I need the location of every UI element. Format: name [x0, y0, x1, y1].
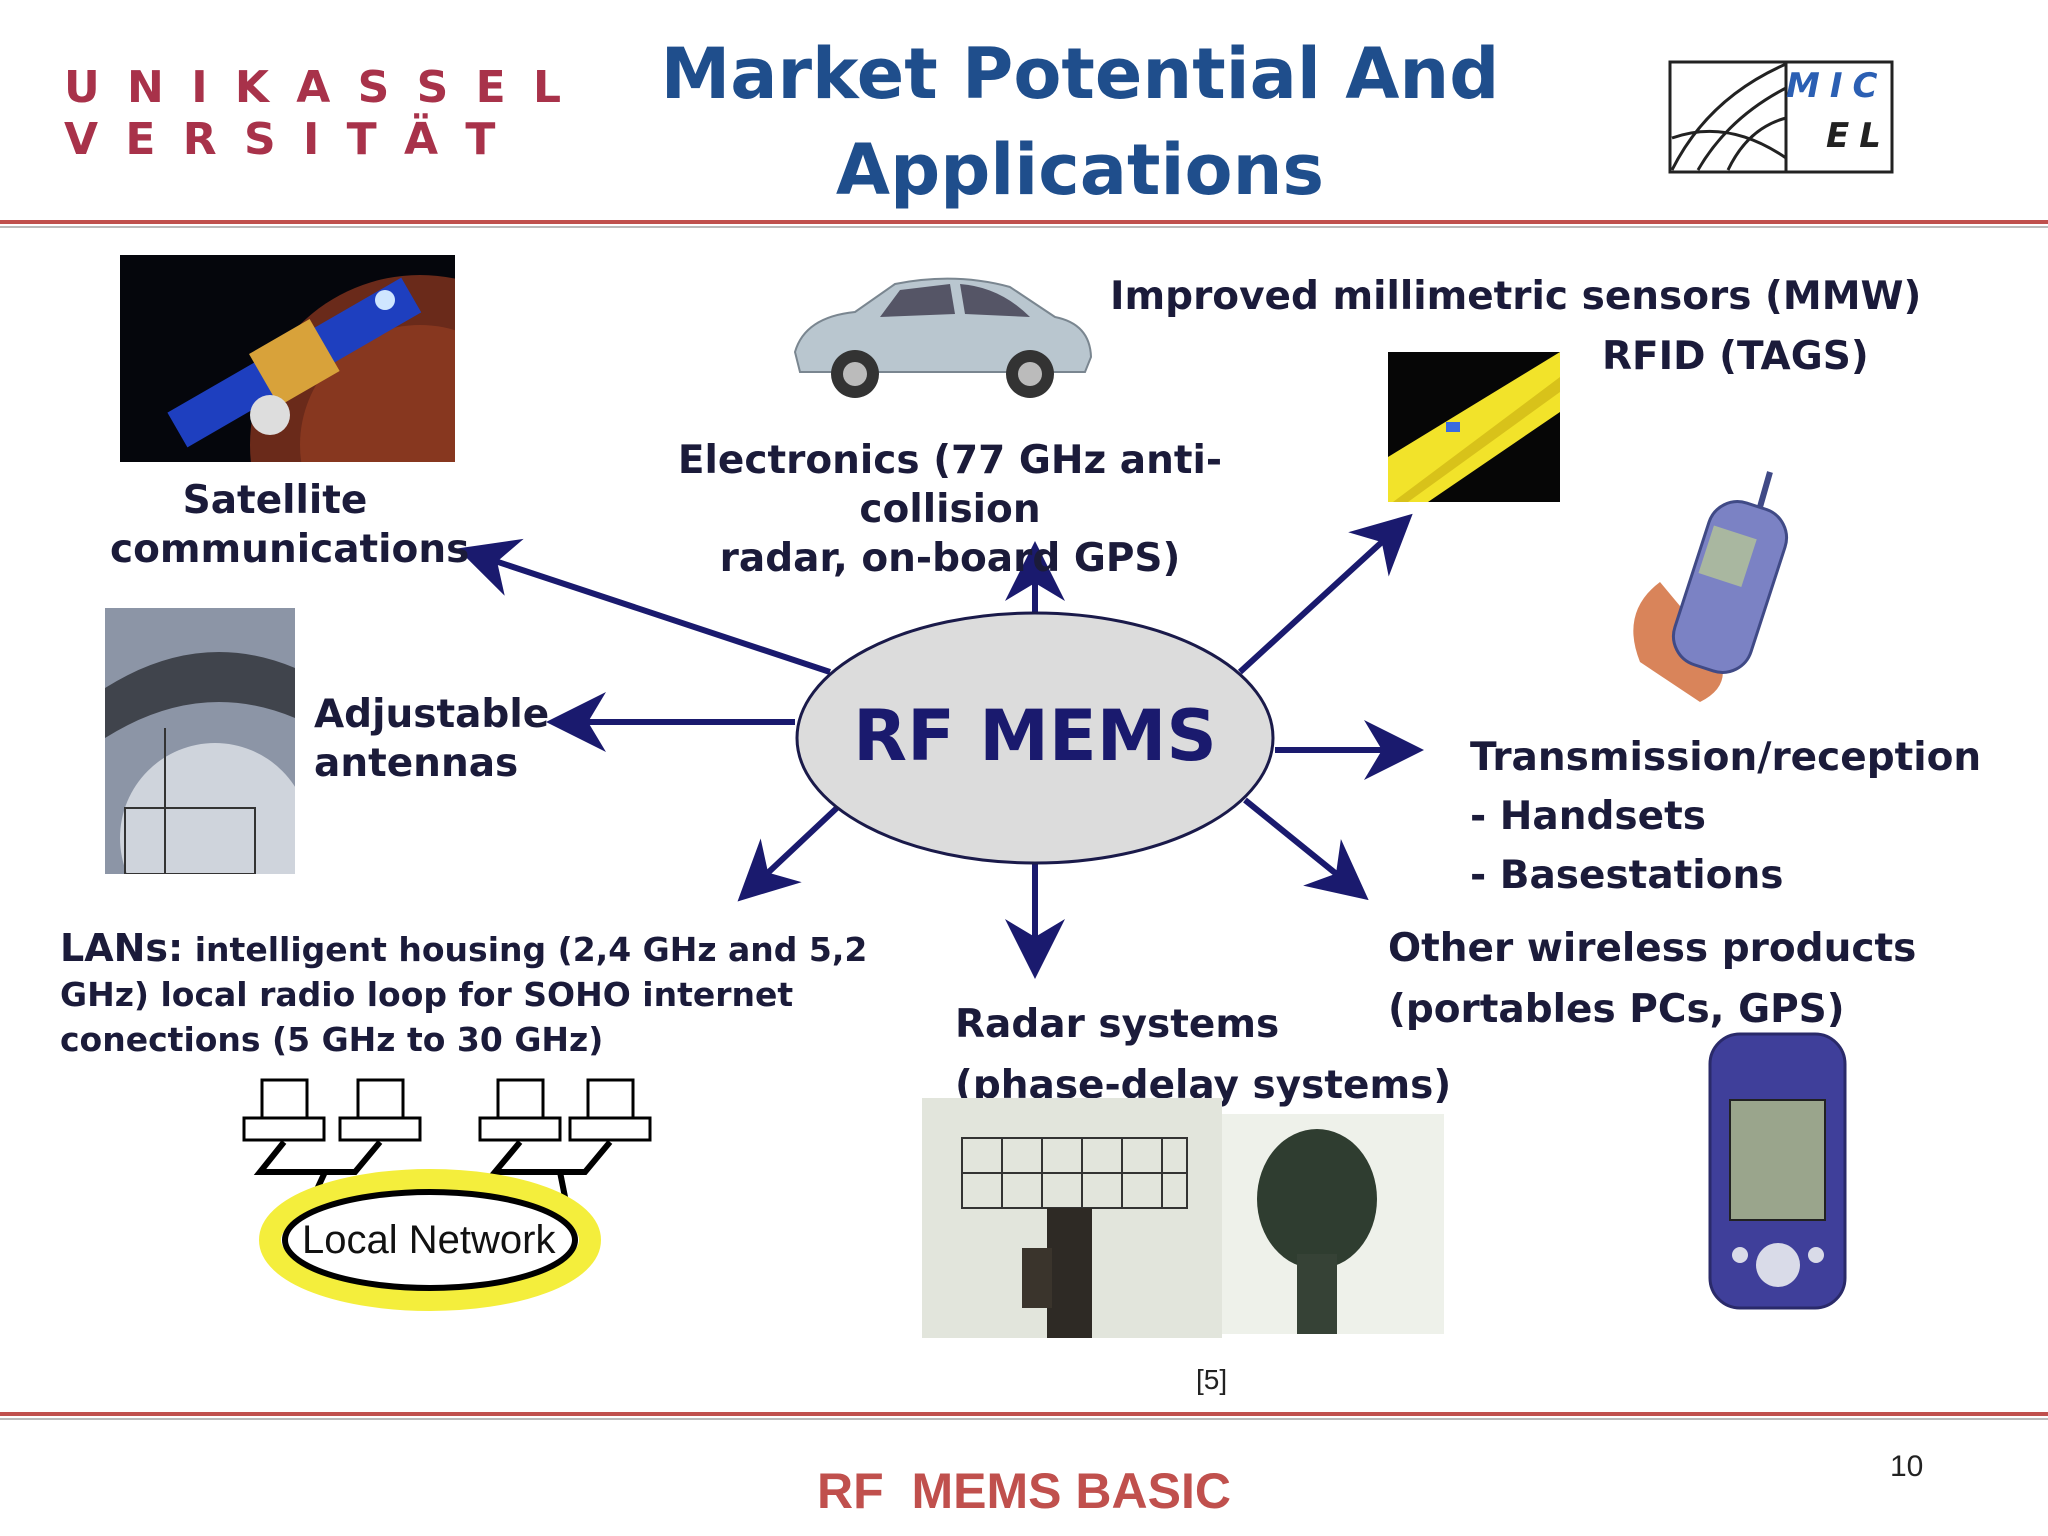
logo-line-2: V E R S I T Ä T	[64, 114, 502, 165]
footer-divider-shadow	[0, 1418, 2048, 1420]
gps-device-image	[1700, 1030, 1852, 1312]
antennas-label: Adjustable antennas	[314, 690, 549, 788]
antennas-label-1: Adjustable	[314, 692, 550, 737]
transmission-label-2: - Handsets	[1470, 794, 1706, 839]
lans-label: LANs: intelligent housing (2,4 GHz and 5…	[60, 926, 867, 1062]
micel-text-1: MIC	[1786, 66, 1888, 106]
arrow-other-wireless	[1243, 797, 1369, 901]
footer-divider	[0, 1412, 2048, 1416]
antennas-label-2: antennas	[314, 741, 519, 786]
other-wireless-label: Other wireless products (portables PCs, …	[1388, 918, 1916, 1040]
page-number: 10	[1890, 1450, 1924, 1483]
other-wireless-label-1: Other wireless products	[1388, 926, 1917, 971]
mmw-label: Improved millimetric sensors (MMW)	[1110, 274, 1922, 319]
electronics-label-1: Electronics (77 GHz anti-collision	[677, 438, 1223, 532]
center-ellipse	[795, 611, 1275, 865]
arrow-rfid	[1237, 513, 1413, 675]
header-divider	[0, 220, 2048, 224]
micel-text-2: EL	[1826, 116, 1891, 156]
rfid-label: RFID (TAGS)	[1602, 334, 1869, 379]
title-line-2: Applications	[835, 129, 1325, 211]
satellite-label: Satellite communications	[110, 476, 470, 574]
micel-logo: MIC EL	[1668, 58, 1894, 176]
footer-title: RF MEMS BASIC	[817, 1463, 1231, 1519]
transmission-label-1: Transmission/reception	[1470, 735, 1982, 780]
electronics-label: Electronics (77 GHz anti-collision radar…	[600, 436, 1300, 583]
car-image	[785, 262, 1100, 407]
center-label: RF MEMS	[853, 695, 1217, 777]
antenna-image	[105, 608, 295, 874]
arrow-lans	[737, 802, 843, 902]
slide-title: Market Potential And Applications	[640, 26, 1520, 218]
transmission-label-3: - Basestations	[1470, 853, 1784, 898]
network-diagram: Local Network	[240, 1072, 660, 1312]
other-wireless-label-2: (portables PCs, GPS)	[1388, 987, 1845, 1032]
logo-line-1: U N I K A S S E L	[64, 62, 568, 113]
satellite-label-2: communications	[110, 527, 470, 572]
header-divider-shadow	[0, 226, 2048, 228]
local-network-label: Local Network	[302, 1218, 556, 1262]
radar-image	[922, 1098, 1222, 1338]
radar-label-1: Radar systems	[955, 1002, 1280, 1047]
lans-label-bold: LANs:	[60, 926, 184, 970]
satellite-image	[120, 255, 455, 462]
transmission-label: Transmission/reception - Handsets - Base…	[1470, 728, 1981, 905]
handset-image	[1620, 462, 1820, 712]
lans-label-1: intelligent housing (2,4 GHz and 5,2	[183, 930, 868, 969]
lans-label-3: conections (5 GHz to 30 GHz)	[60, 1020, 604, 1059]
citation: [5]	[1196, 1364, 1228, 1395]
radome-image	[1222, 1114, 1444, 1334]
title-line-1: Market Potential And	[660, 33, 1500, 115]
arrow-satellite	[457, 538, 831, 675]
satellite-label-1: Satellite	[182, 478, 368, 523]
electronics-label-2: radar, on-board GPS)	[719, 536, 1181, 581]
rfid-tag-image	[1388, 352, 1560, 502]
lans-label-2: GHz) local radio loop for SOHO internet	[60, 975, 794, 1014]
